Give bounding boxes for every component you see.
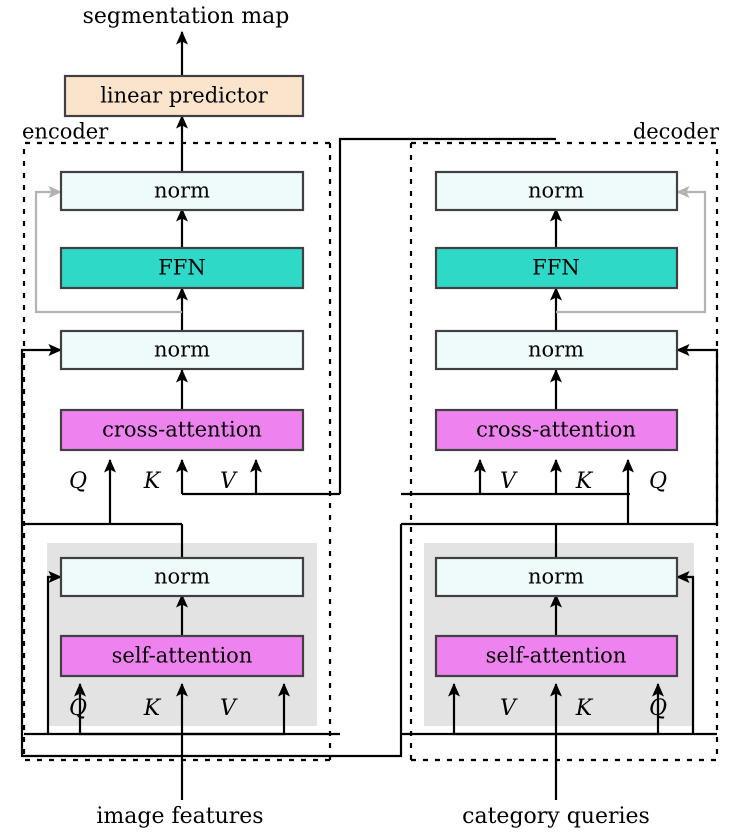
dec-self-v-label: V (500, 696, 518, 721)
enc-self-attention-label: self-attention (112, 644, 253, 668)
input-label-image-features: image features (96, 804, 263, 829)
dec-cross-attention[interactable]: cross-attention (434, 408, 679, 452)
dec-ffn-label: FFN (532, 256, 580, 280)
enc-ffn[interactable]: FFN (59, 246, 305, 290)
dec-cross-attention-label: cross-attention (476, 418, 636, 442)
wire-encoder-to-decoder-long (340, 524, 403, 758)
input-label-category-queries: category queries (462, 804, 650, 829)
dec-self-attention-label: self-attention (486, 644, 627, 668)
enc-ffn-label: FFN (158, 256, 206, 280)
enc-cross-attention-label: cross-attention (102, 418, 262, 442)
wire-enc-self-residual (46, 570, 63, 734)
enc-norm-bottom[interactable]: norm (59, 556, 305, 598)
wire-dec-ffn-residual (556, 185, 707, 314)
linear-predictor-label: linear predictor (100, 84, 269, 108)
dec-cross-q-label: Q (649, 469, 667, 494)
dec-norm-top[interactable]: norm (434, 170, 679, 212)
dec-norm-mid[interactable]: norm (434, 329, 679, 371)
enc-norm-top-label: norm (154, 179, 210, 203)
enc-self-attention[interactable]: self-attention (59, 634, 305, 678)
enc-self-v-label: V (220, 696, 238, 721)
dec-self-attention[interactable]: self-attention (434, 634, 679, 678)
enc-cross-k-label: K (143, 469, 162, 494)
encoder-section-label: encoder (22, 120, 109, 144)
dec-self-q-label: Q (649, 696, 667, 721)
dec-norm-mid-label: norm (528, 338, 584, 362)
wire-enc-cross-residual (20, 343, 63, 524)
dec-self-k-label: K (575, 696, 594, 721)
dec-ffn[interactable]: FFN (434, 246, 679, 290)
enc-self-q-label: Q (69, 696, 87, 721)
wire-dec-cross-residual (675, 343, 719, 524)
linear-predictor[interactable]: linear predictor (63, 74, 305, 118)
wire-dec-self-residual-arrow (675, 570, 695, 734)
enc-cross-v-label: V (220, 469, 238, 494)
enc-norm-top[interactable]: norm (59, 170, 305, 212)
dec-norm-top-label: norm (528, 179, 584, 203)
dec-cross-v-label: V (500, 469, 518, 494)
enc-norm-mid-label: norm (154, 338, 210, 362)
output-label-segmentation-map: segmentation map (83, 4, 290, 29)
decoder-section-label: decoder (633, 120, 720, 144)
encoder-boundary (22, 141, 330, 762)
enc-self-k-label: K (143, 696, 162, 721)
enc-cross-q-label: Q (69, 469, 87, 494)
enc-cross-attention[interactable]: cross-attention (59, 408, 305, 452)
dec-norm-bottom-label: norm (528, 565, 584, 589)
dec-norm-bottom[interactable]: norm (434, 556, 679, 598)
wire-decoder-to-encoder-cross (338, 137, 556, 494)
dec-cross-k-label: K (575, 469, 594, 494)
wire-encoder-to-decoder-long-2 (20, 524, 340, 758)
enc-norm-bottom-label: norm (154, 565, 210, 589)
enc-norm-mid[interactable]: norm (59, 329, 305, 371)
wire-enc-ffn-residual (34, 185, 182, 314)
